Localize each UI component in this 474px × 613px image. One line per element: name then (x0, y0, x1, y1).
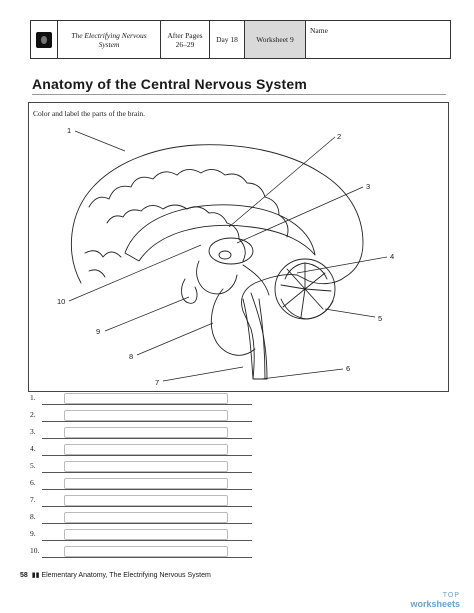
answer-line (42, 506, 252, 507)
gyri-lower (84, 250, 122, 278)
brain-diagram: 1 2 3 4 5 6 7 8 9 10 (57, 126, 394, 387)
label-4: 4 (390, 252, 394, 261)
name-field[interactable]: Name (306, 21, 450, 58)
answer-number: 6. (30, 478, 36, 487)
answer-number: 3. (30, 427, 36, 436)
answer-field[interactable] (64, 461, 228, 472)
answer-field[interactable] (64, 495, 228, 506)
leader-9 (104, 296, 190, 332)
answer-line (42, 421, 252, 422)
answer-number: 8. (30, 512, 36, 521)
answer-row-9: 9. (30, 529, 450, 541)
leader-3 (236, 186, 364, 244)
answer-field[interactable] (64, 529, 228, 540)
pages-range: 26–29 (175, 39, 195, 49)
answer-field[interactable] (64, 512, 228, 523)
answer-row-1: 1. (30, 393, 450, 405)
answer-row-8: 8. (30, 512, 450, 524)
leader-1 (74, 130, 126, 152)
answer-number: 2. (30, 410, 36, 419)
watermark-top: TOP (442, 592, 460, 599)
leader-2 (228, 136, 336, 228)
watermark-bottom: worksheets (410, 599, 460, 609)
label-6: 6 (346, 364, 350, 373)
label-2: 2 (337, 132, 341, 141)
answer-number: 9. (30, 529, 36, 538)
arbor-vitae (280, 262, 332, 318)
answer-row-10: 10. (30, 546, 450, 558)
pages-label: After Pages (167, 30, 203, 40)
answer-number: 4. (30, 444, 36, 453)
answer-number: 7. (30, 495, 36, 504)
answer-row-6: 6. (30, 478, 450, 490)
cortex-outline (71, 144, 364, 380)
label-8: 8 (129, 352, 133, 361)
midbrain (242, 264, 270, 296)
page-number: 58 (20, 572, 28, 579)
page-title: Anatomy of the Central Nervous System (32, 76, 308, 92)
pages-cell: After Pages 26–29 (161, 21, 210, 58)
instructions: Color and label the parts of the brain. (33, 109, 146, 118)
medulla (242, 298, 254, 380)
label-9: 9 (96, 327, 100, 336)
diagram-box: Color and label the parts of the brain. (28, 102, 449, 392)
pituitary (181, 278, 198, 304)
leader-10 (68, 244, 202, 302)
answer-field[interactable] (64, 393, 228, 404)
answer-field[interactable] (64, 427, 228, 438)
watermark: TOP worksheets (410, 592, 460, 609)
answer-field[interactable] (64, 546, 228, 557)
answer-line (42, 404, 252, 405)
gyri (88, 169, 289, 238)
label-10: 10 (57, 297, 65, 306)
answer-field[interactable] (64, 478, 228, 489)
leader-6 (260, 368, 344, 380)
worksheet-label: Worksheet 9 (245, 21, 306, 58)
leader-8 (136, 322, 214, 356)
leader-4 (296, 256, 388, 274)
label-7: 7 (155, 378, 159, 387)
series-title: The Electrifying Nervous System (58, 21, 161, 58)
thalamus (208, 237, 254, 265)
label-3: 3 (366, 182, 370, 191)
answer-line (42, 540, 252, 541)
answer-field[interactable] (64, 444, 228, 455)
label-1: 1 (67, 126, 71, 135)
footer-marker-icon: ▮▮ (31, 572, 42, 579)
answer-line (42, 438, 252, 439)
answer-field[interactable] (64, 410, 228, 421)
answer-line (42, 557, 252, 558)
page-footer: 58▮▮ Elementary Anatomy, The Electrifyin… (20, 571, 211, 579)
pons (210, 288, 256, 356)
hypothalamus (196, 260, 238, 295)
answer-number: 5. (30, 461, 36, 470)
pineal (218, 250, 232, 260)
leader-5 (324, 308, 376, 318)
gyri-inner (106, 204, 246, 262)
leader-7 (162, 366, 244, 382)
footer-text: Elementary Anatomy, The Electrifying Ner… (41, 572, 211, 579)
brain-logo-icon (36, 31, 52, 48)
answer-number: 10. (30, 546, 40, 555)
answer-row-5: 5. (30, 461, 450, 473)
series-logo-cell (31, 21, 58, 58)
answer-line (42, 489, 252, 490)
answer-row-7: 7. (30, 495, 450, 507)
title-divider (32, 94, 446, 95)
answer-line (42, 523, 252, 524)
corpus-callosum (124, 204, 316, 262)
day-label: Day 18 (210, 21, 245, 58)
answer-row-4: 4. (30, 444, 450, 456)
answer-line (42, 472, 252, 473)
answer-line (42, 455, 252, 456)
answer-row-2: 2. (30, 410, 450, 422)
worksheet-header: The Electrifying Nervous System After Pa… (30, 20, 451, 59)
answer-row-3: 3. (30, 427, 450, 439)
name-label: Name (310, 26, 328, 35)
answer-number: 1. (30, 393, 36, 402)
label-5: 5 (378, 314, 382, 323)
